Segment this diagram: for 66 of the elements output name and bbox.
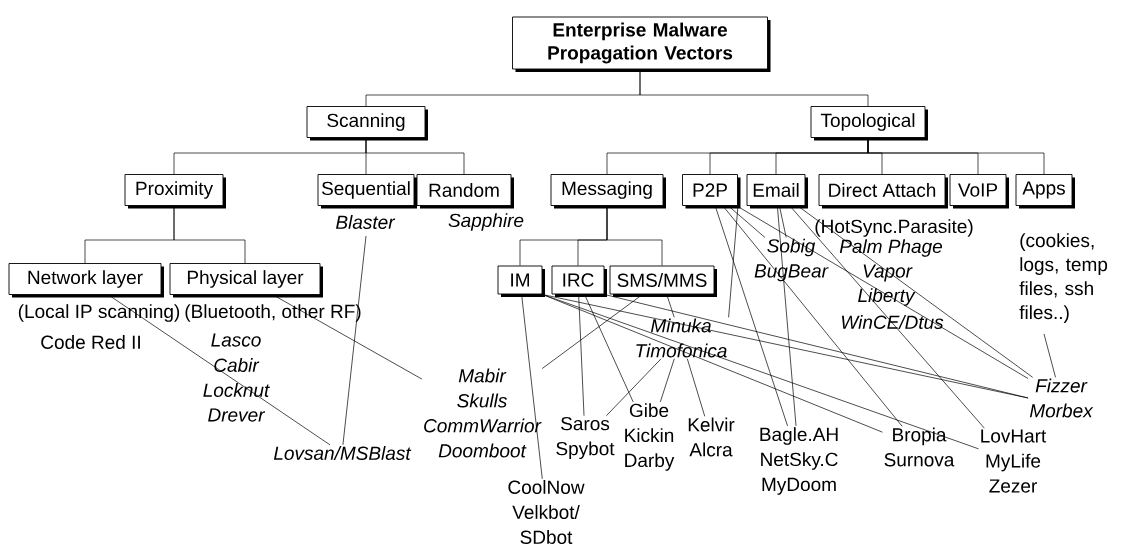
name-list: Bagle.AH NetSky.C MyDoom <box>760 427 838 495</box>
name-list: Mabir Skulls CommWarrior Doomboot <box>424 368 542 458</box>
connector-line <box>666 294 675 318</box>
category-box: Proximity <box>124 174 226 209</box>
connector-line <box>606 358 662 417</box>
category-box: Random <box>416 174 514 209</box>
category-box: P2P <box>682 174 741 209</box>
caption-text: Blaster <box>336 215 396 229</box>
category-box: Messaging <box>550 174 666 209</box>
connector-line <box>584 294 634 403</box>
connector-line <box>542 294 979 450</box>
connector-line <box>779 205 787 238</box>
connector-line <box>606 205 663 266</box>
category-box: Email <box>746 174 808 209</box>
category-box: Topological <box>810 106 928 141</box>
connector-line <box>578 294 585 417</box>
connector-line <box>797 205 1034 378</box>
name-list: CoolNow Velkbot/ SDbot <box>508 480 585 544</box>
name-list: Saros Spybot <box>556 416 615 460</box>
connector-line <box>1043 333 1056 378</box>
caption-text: Sapphire <box>448 213 524 231</box>
caption-text: Palm Phage <box>839 239 943 257</box>
caption-text: (HotSync.Parasite) <box>815 219 973 237</box>
title-box: Enterprise Malware Propagation Vectors <box>512 16 771 72</box>
caption-text: (cookies, logs, temp files, ssh files..) <box>1019 233 1108 323</box>
caption-text: Code Red II <box>41 335 140 349</box>
caption-text: (Local IP scanning) <box>18 304 180 322</box>
category-box: SMS/MMS <box>609 265 717 297</box>
connector-line <box>722 205 903 427</box>
name-list: Lovsan/MSBlast <box>273 446 412 460</box>
caption-text: (Bluetooth, other RF) <box>185 304 361 322</box>
connector-line <box>659 358 675 403</box>
caption-text: Lasco <box>211 333 261 347</box>
name-list: Sobig BugBear <box>754 238 829 282</box>
connector-line <box>728 205 766 238</box>
category-box: Physical layer <box>169 263 323 298</box>
caption-text: WinCE/Dtus <box>842 315 944 329</box>
name-list: Gibe Kickin Darby <box>625 403 675 471</box>
connector-line <box>728 205 739 318</box>
connector-line <box>365 137 465 175</box>
caption-text: Vapor <box>863 264 913 282</box>
name-list: Fizzer Morbex <box>1029 378 1094 418</box>
category-box: IRC <box>551 265 607 297</box>
category-box: IM <box>497 265 545 297</box>
name-list: LovHart MyLife Zezer <box>981 429 1047 493</box>
connector-line <box>777 205 797 427</box>
name-list: Bropia Surnova <box>884 427 955 467</box>
category-box: Sequential <box>317 174 417 209</box>
connector-line <box>789 205 985 429</box>
caption-text: Locknut <box>203 383 270 397</box>
connector-line <box>714 205 788 427</box>
caption-text: Drever <box>208 408 266 422</box>
connector-line <box>342 235 367 446</box>
connector-line <box>686 358 706 417</box>
connector-line <box>521 294 543 480</box>
caption-text: Liberty <box>858 288 916 306</box>
category-box: Scanning <box>306 106 428 141</box>
connector-line <box>541 294 643 369</box>
name-list: Kelvir Alcra <box>688 417 735 457</box>
connector-line <box>108 294 331 446</box>
category-box: VoIP <box>949 174 1009 209</box>
category-box: Network layer <box>8 263 164 298</box>
caption-text: Cabir <box>214 358 260 372</box>
connector-line <box>173 205 246 264</box>
connector-line <box>639 69 869 107</box>
category-box: Apps <box>1015 174 1075 209</box>
